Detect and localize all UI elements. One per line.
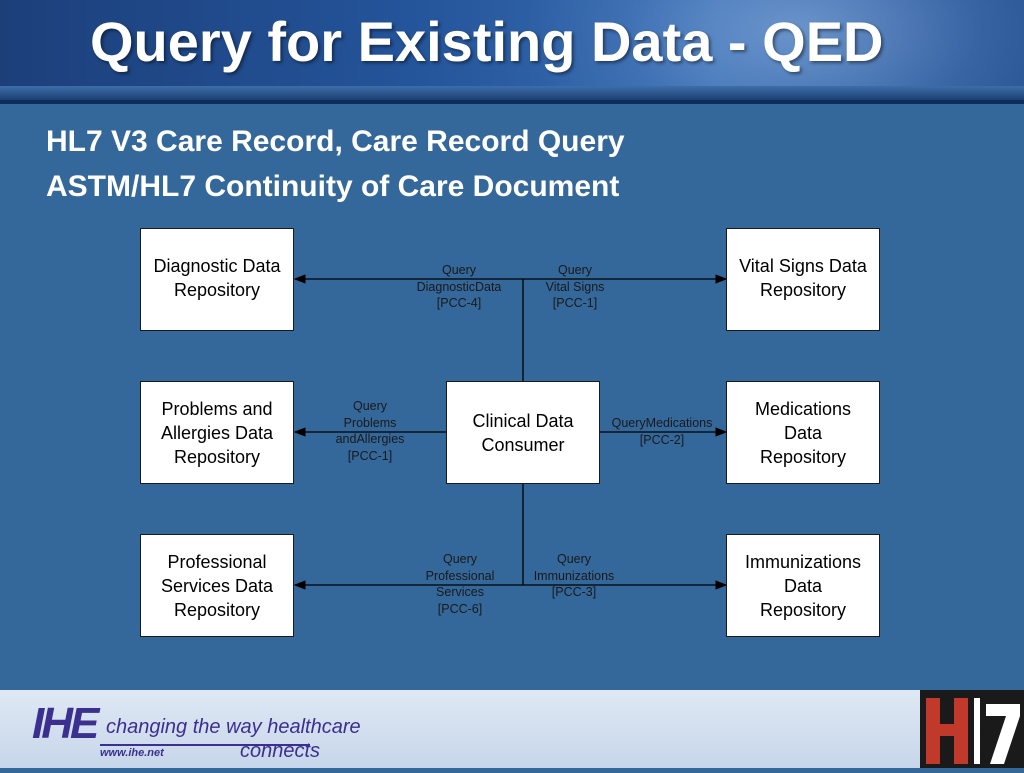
- tagline-line-1: changing the way healthcare: [106, 716, 361, 738]
- medications-data-repository-box: Medications Data Repository: [726, 381, 880, 484]
- box-line: Professional: [167, 551, 267, 572]
- box-line: Diagnostic Data: [153, 256, 281, 276]
- box-line: Repository: [173, 599, 261, 620]
- box-line: Allergies Data: [160, 422, 274, 443]
- query-professional-label: Query Professional Services [PCC-6]: [425, 552, 495, 616]
- immunizations-data-repository-box: Immunizations Data Repository: [726, 534, 880, 637]
- hl7-logo-mark: [920, 690, 1024, 768]
- hl7-logo: [920, 690, 1024, 768]
- box-line: Data: [783, 422, 822, 443]
- ihe-logo: IHE: [32, 699, 99, 748]
- problems-allergies-repository-box: Problems and Allergies Data Repository: [140, 381, 294, 484]
- tagline-rule: [100, 744, 310, 746]
- box-line: Clinical Data: [472, 410, 574, 431]
- slide-title: Query for Existing Data - QED: [90, 10, 884, 73]
- box-line: Repository: [173, 280, 261, 300]
- box-line: Repository: [759, 280, 847, 300]
- clinical-data-consumer-box: Clinical Data Consumer: [446, 381, 600, 484]
- footer-bar: [0, 690, 1024, 768]
- box-line: Repository: [759, 446, 847, 467]
- ihe-url: www.ihe.net: [100, 747, 164, 759]
- vital-signs-data-repository-box: Vital Signs Data Repository: [726, 228, 880, 331]
- query-vital-signs-label: Query Vital Signs [PCC-1]: [545, 263, 605, 310]
- banner-stripe: [0, 86, 1024, 100]
- box-line: Medications: [754, 398, 852, 419]
- tagline-line-2: connects: [240, 740, 321, 762]
- box-line: Repository: [759, 599, 847, 620]
- subtitle-line-1: HL7 V3 Care Record, Care Record Query: [46, 125, 625, 158]
- box-line: Immunizations: [744, 551, 862, 572]
- query-medications-label: QueryMedications [PCC-2]: [611, 416, 713, 447]
- box-line: Data: [783, 575, 822, 596]
- diagnostic-data-repository-box: Diagnostic Data Repository: [140, 228, 294, 331]
- box-line: Services Data: [160, 575, 274, 596]
- box-line: Consumer: [481, 434, 565, 455]
- query-diagnostic-label: Query DiagnosticData [PCC-4]: [416, 263, 502, 310]
- professional-services-repository-box: Professional Services Data Repository: [140, 534, 294, 637]
- title-banner: [0, 0, 1024, 100]
- query-immunizations-label: Query Immunizations [PCC-3]: [533, 552, 615, 599]
- box-line: Vital Signs Data: [739, 256, 867, 276]
- subtitle-line-2: ASTM/HL7 Continuity of Care Document: [46, 170, 620, 203]
- banner-divider: [0, 100, 1024, 104]
- query-problems-label: Query Problems andAllergies [PCC-1]: [335, 399, 405, 463]
- box-line: Repository: [173, 446, 261, 467]
- box-line: Problems and: [161, 398, 273, 419]
- banner-glow: [520, 0, 1024, 100]
